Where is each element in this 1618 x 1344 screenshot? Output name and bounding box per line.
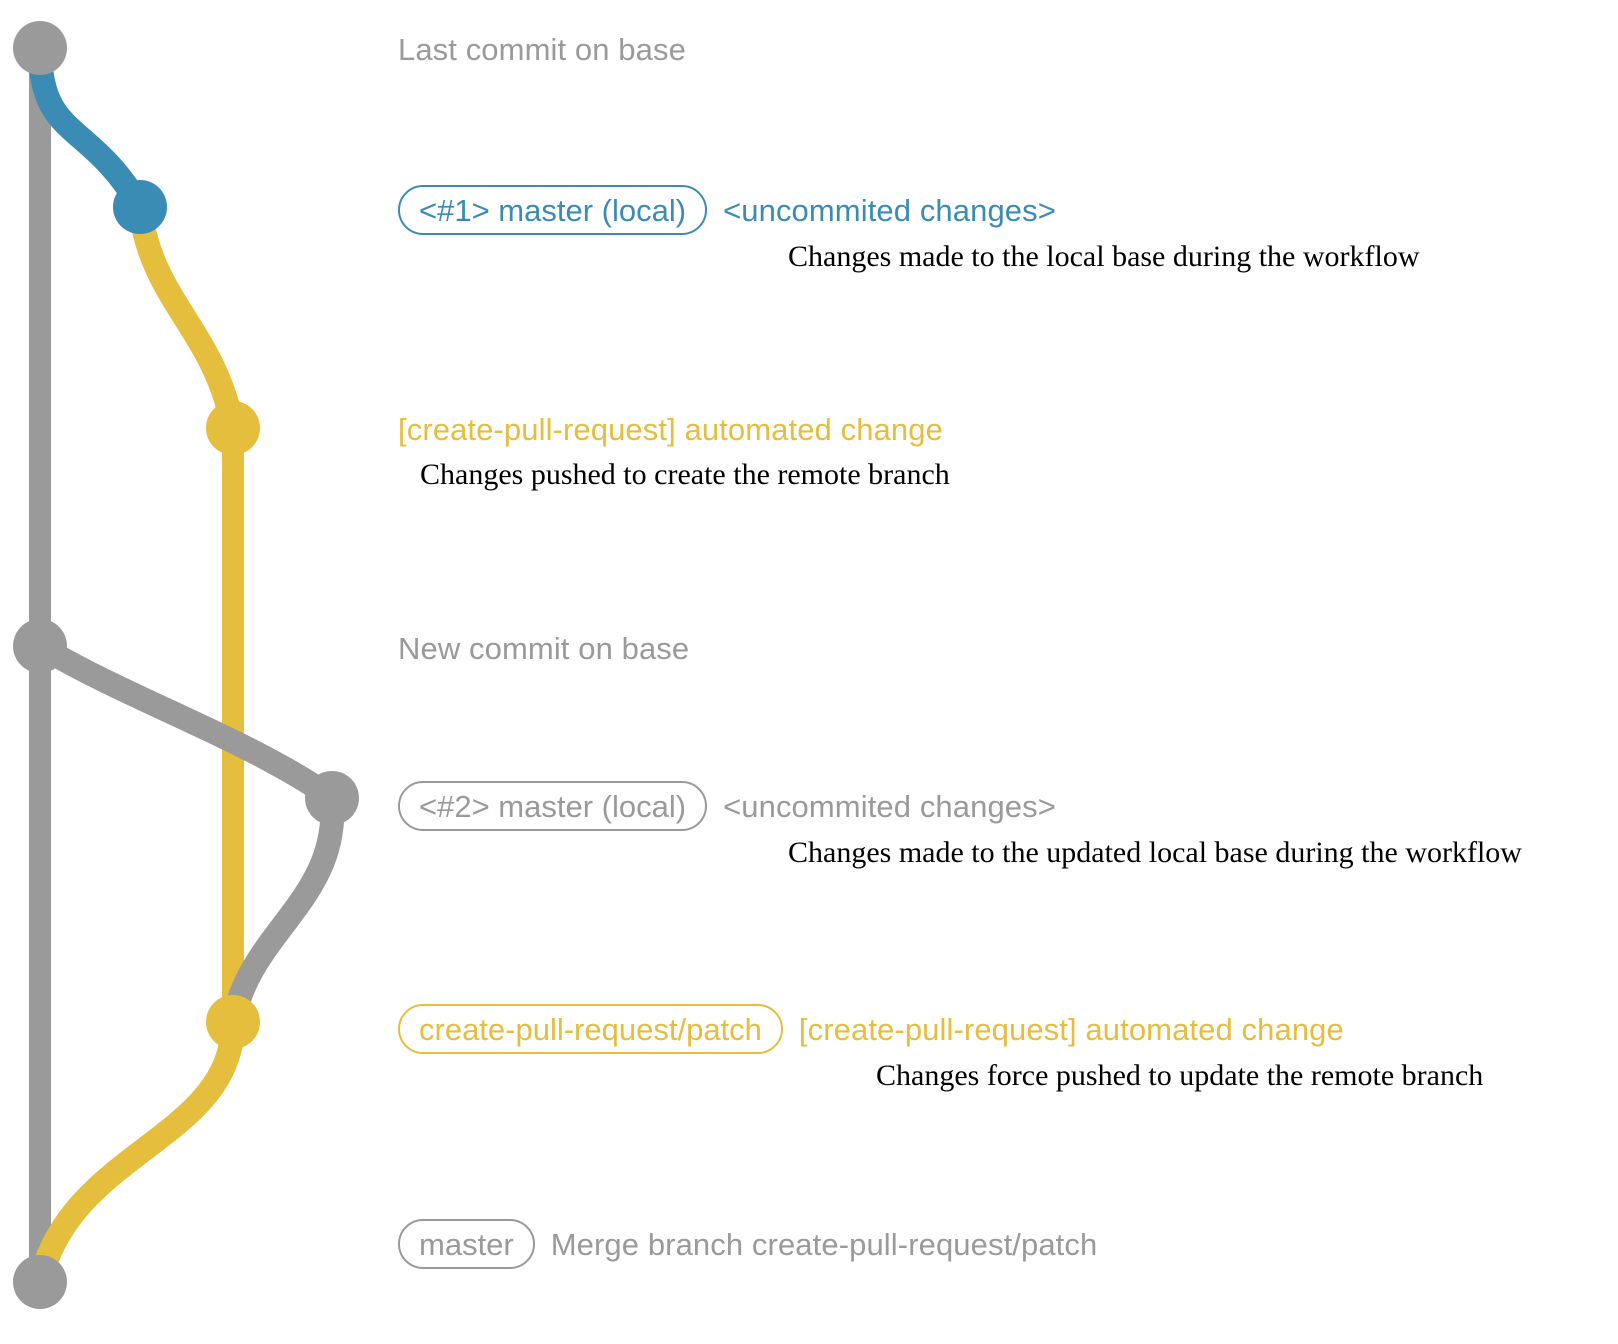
branch-badge-local-2[interactable]: <#2> master (local) — [398, 781, 708, 831]
headline-local-2: <uncommited changes> — [723, 788, 1056, 824]
annotation-remote-2: create-pull-request/patch [create-pull-r… — [398, 1004, 1483, 1091]
headline-new-commit: New commit on base — [398, 631, 690, 666]
commit-node-local-2[interactable] — [305, 771, 359, 825]
headline-local-1: <uncommited changes> — [723, 192, 1056, 228]
branch-badge-remote-2[interactable]: create-pull-request/patch — [398, 1004, 783, 1054]
annotation-remote-1: [create-pull-request] automated change C… — [398, 412, 950, 490]
annotation-local-1: <#1> master (local) <uncommited changes>… — [398, 185, 1420, 272]
local-to-remote-line-2 — [221, 786, 345, 1034]
commit-node-base-new[interactable] — [13, 619, 67, 673]
badge-line-merge: master Merge branch create-pull-request/… — [398, 1219, 1097, 1269]
remote-branch-line-1 — [128, 195, 245, 440]
merge-line — [28, 1010, 245, 1294]
headline-merge: Merge branch create-pull-request/patch — [550, 1226, 1098, 1262]
commit-node-remote-2[interactable] — [206, 995, 260, 1049]
badge-line-local-1: <#1> master (local) <uncommited changes> — [398, 185, 1056, 235]
caption-remote-2: Changes force pushed to update the remot… — [876, 1059, 1484, 1092]
commit-node-local-1[interactable] — [113, 180, 167, 234]
local-branch-line-2 — [28, 634, 344, 810]
headline-remote-2: [create-pull-request] automated change — [798, 1011, 1344, 1047]
caption-local-2: Changes made to the updated local base d… — [788, 836, 1522, 869]
commit-node-base-merge[interactable] — [13, 1255, 67, 1309]
headline-last-commit: Last commit on base — [398, 32, 686, 67]
branch-badge-master[interactable]: master — [398, 1219, 535, 1269]
annotation-merge: master Merge branch create-pull-request/… — [398, 1219, 1097, 1269]
commit-node-remote-1[interactable] — [206, 401, 260, 455]
git-graph — [13, 21, 359, 1309]
annotation-last-commit: Last commit on base — [398, 34, 686, 65]
commit-node-base-last[interactable] — [13, 21, 67, 75]
badge-line-remote-2: create-pull-request/patch [create-pull-r… — [398, 1004, 1344, 1054]
caption-remote-1: Changes pushed to create the remote bran… — [420, 458, 950, 491]
local-branch-line-1 — [28, 36, 152, 219]
badge-line-local-2: <#2> master (local) <uncommited changes> — [398, 781, 1056, 831]
annotation-local-2: <#2> master (local) <uncommited changes>… — [398, 781, 1522, 868]
caption-local-1: Changes made to the local base during th… — [788, 240, 1420, 273]
annotation-new-commit: New commit on base — [398, 633, 689, 664]
headline-remote-1: [create-pull-request] automated change — [398, 412, 943, 447]
branch-badge-local-1[interactable]: <#1> master (local) — [398, 185, 708, 235]
